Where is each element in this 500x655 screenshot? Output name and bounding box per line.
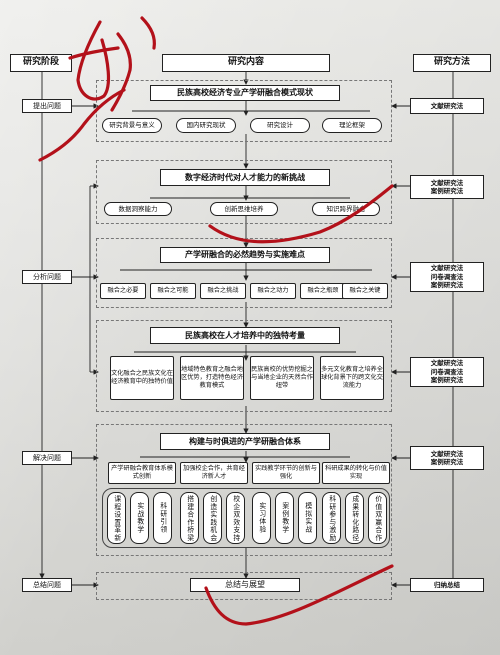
summary-box: 总结与展望 bbox=[190, 578, 300, 592]
section-2-item-1: 数据洞察能力 bbox=[104, 202, 172, 216]
section-4-item-2: 地域特色教育之融合地区优势，打造特色经济教育模式 bbox=[180, 356, 244, 400]
section-5-title: 构建与时俱进的产学研融合体系 bbox=[160, 433, 330, 450]
method-box-4: 文献研究法 问卷调查法 案例研究法 bbox=[410, 357, 484, 387]
section-5-item-7: 实习体验 bbox=[252, 492, 271, 544]
method-column-header: 研究方法 bbox=[413, 54, 491, 72]
section-4-container bbox=[96, 320, 392, 412]
section-2-item-3: 知识跨界融合 bbox=[312, 202, 380, 216]
content-column-header: 研究内容 bbox=[162, 54, 330, 72]
method-box-summary: 归纳总结 bbox=[410, 578, 484, 592]
section-3-item-3: 融合之挑战 bbox=[200, 283, 246, 299]
section-3-item-1: 融合之必要 bbox=[100, 283, 146, 299]
section-2-title: 数字经济时代对人才能力的新挑战 bbox=[160, 169, 330, 186]
section-5-item-5: 创造实践机会 bbox=[203, 492, 222, 544]
section-2-item-2: 创新思维培养 bbox=[210, 202, 278, 216]
summary-container bbox=[96, 572, 392, 600]
section-5-item-9: 模拟实战 bbox=[298, 492, 317, 544]
method-box-3: 文献研究法 问卷调查法 案例研究法 bbox=[410, 262, 484, 292]
section-3-item-6: 融合之关键 bbox=[342, 283, 388, 299]
section-5-group-1: 产学研融合教育体系模式创新 bbox=[108, 462, 176, 484]
section-5-item-8: 案例教学 bbox=[275, 492, 294, 544]
section-2-container bbox=[96, 160, 392, 224]
section-5-items-tray bbox=[102, 488, 390, 548]
section-5-item-2: 实战教学 bbox=[130, 492, 149, 544]
section-5-item-6: 校企双效支持 bbox=[226, 492, 245, 544]
stage-column-header: 研究阶段 bbox=[10, 54, 72, 72]
section-5-group-4: 科研成果的转化与价值实现 bbox=[322, 462, 390, 484]
section-5-group-3: 实践教学环节的创新与强化 bbox=[252, 462, 320, 484]
method-box-2: 文献研究法 案例研究法 bbox=[410, 175, 484, 199]
stage-analyze-problem: 分析问题 bbox=[22, 270, 72, 284]
section-1-item-3: 研究设计 bbox=[250, 118, 310, 133]
stage-raise-problem: 提出问题 bbox=[22, 99, 72, 113]
stage-solve-problem: 解决问题 bbox=[22, 451, 72, 465]
section-5-item-3: 科研引领 bbox=[153, 492, 172, 544]
section-4-item-3: 民族高校的优势挖掘之与当地企业的天然合作纽带 bbox=[250, 356, 314, 400]
method-box-1: 文献研究法 bbox=[410, 98, 484, 114]
section-5-item-11: 成果转化路径 bbox=[345, 492, 364, 544]
section-1-item-1: 研究背景与意义 bbox=[102, 118, 162, 133]
section-3-title: 产学研融合的必然趋势与实施难点 bbox=[160, 247, 330, 263]
section-5-container bbox=[96, 424, 392, 556]
section-5-item-12: 价值双赢合作 bbox=[368, 492, 387, 544]
section-4-item-4: 多元文化教育之培养全球化背景下的跨文化交流能力 bbox=[320, 356, 384, 400]
section-1-item-4: 理论框架 bbox=[322, 118, 382, 133]
section-5-group-2: 加强校企合作，共育经济新人才 bbox=[180, 462, 248, 484]
stage-summarize-problem: 总结问题 bbox=[22, 578, 72, 592]
section-4-item-1: 文化融合之民族文化在经济教育中的独特价值 bbox=[110, 356, 174, 400]
section-1-item-2: 国内研究现状 bbox=[176, 118, 236, 133]
section-5-item-4: 搭建合作桥梁 bbox=[180, 492, 199, 544]
section-1-title: 民族高校经济专业产学研融合模式现状 bbox=[150, 85, 340, 101]
section-4-title: 民族高校在人才培养中的独特考量 bbox=[150, 327, 340, 344]
section-3-container bbox=[96, 238, 392, 308]
section-5-item-1: 课程设置革新 bbox=[107, 492, 126, 544]
method-box-5: 文献研究法 案例研究法 bbox=[410, 446, 484, 470]
section-3-item-2: 融合之可能 bbox=[150, 283, 196, 299]
section-5-item-10: 科研参与激励 bbox=[322, 492, 341, 544]
section-3-item-4: 融合之动力 bbox=[250, 283, 296, 299]
